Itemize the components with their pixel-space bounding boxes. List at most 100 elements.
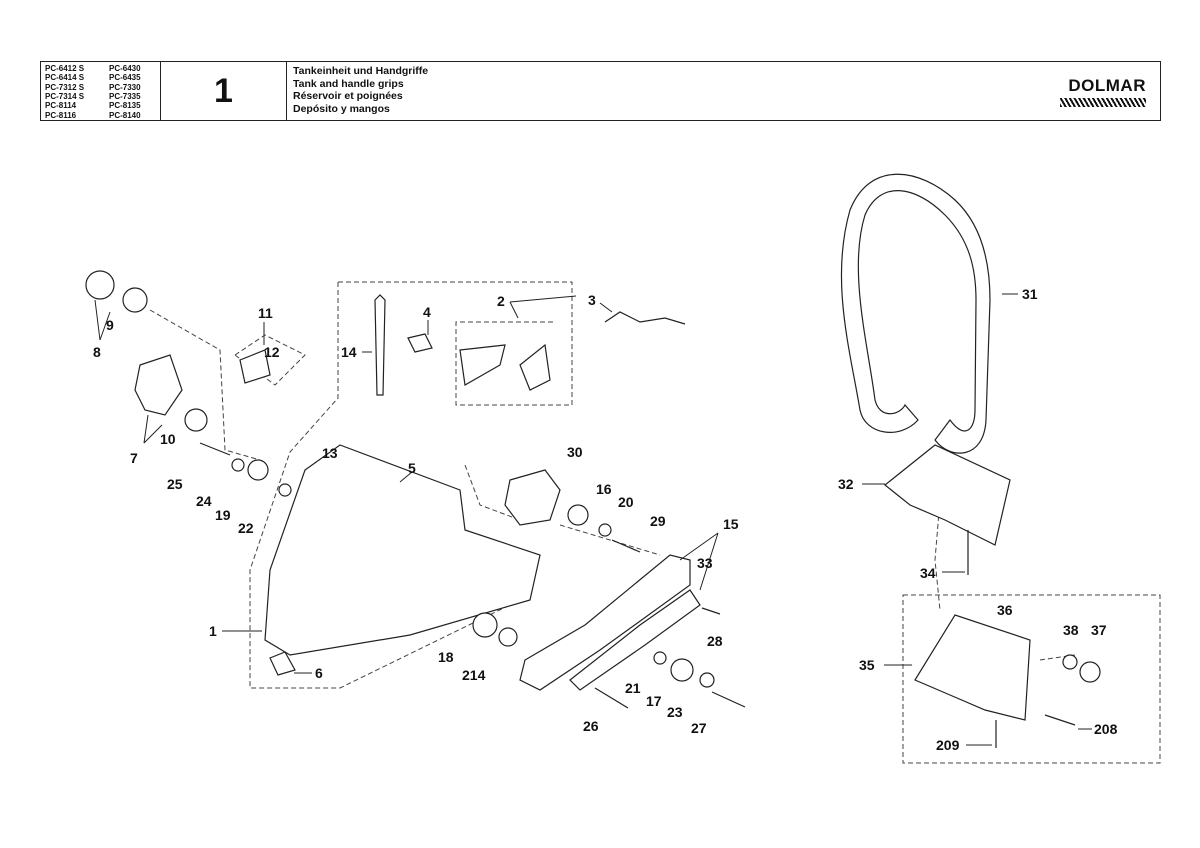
brand-logo: DOLMAR: [1030, 62, 1160, 120]
part-label-18: 18: [438, 649, 454, 665]
model: PC-8116: [45, 110, 77, 120]
tank-group-outline: [249, 282, 521, 689]
filter-12: [239, 349, 271, 384]
leader-lines: [94, 293, 1092, 746]
part-label-36: 36: [997, 602, 1013, 618]
part-label-4: 4: [423, 304, 431, 320]
section-titles: Tankeinheit und Handgriffe Tank and hand…: [287, 62, 1030, 120]
part-label-25: 25: [167, 476, 183, 492]
part-label-10: 10: [160, 431, 176, 447]
handle-bar-33: [569, 589, 701, 691]
title-fr: Réservoir et poignées: [293, 90, 403, 102]
part-label-28: 28: [707, 633, 723, 649]
model: PC-8140: [109, 110, 141, 120]
trigger-lever-2: [459, 344, 506, 386]
screw-26: [594, 687, 629, 709]
plug-6: [269, 651, 296, 676]
buffer-18: [472, 612, 498, 638]
part-label-2: 2: [497, 293, 505, 309]
part-label-12: 12: [264, 344, 280, 360]
model: PC-8135: [109, 101, 141, 111]
part-label-208: 208: [1094, 721, 1118, 737]
washer-214: [498, 627, 518, 647]
buffer-16: [567, 504, 589, 526]
trigger-group-outline: [338, 281, 573, 406]
rod-3: [604, 311, 686, 325]
o-ring-10: [184, 408, 208, 432]
part-label-29: 29: [650, 513, 666, 529]
part-label-3: 3: [588, 292, 596, 308]
title-block: PC-6412 S PC-6430 PC-6414 S PC-6435 PC-7…: [40, 61, 1161, 121]
buffer-37: [1079, 661, 1101, 683]
sleeve-22: [278, 483, 292, 497]
screw-28: [701, 607, 721, 615]
title-de: Tankeinheit und Handgriffe: [293, 65, 429, 77]
part-label-16: 16: [596, 481, 612, 497]
part-label-11: 11: [258, 305, 273, 321]
part-label-35: 35: [859, 657, 875, 673]
leader-8: [94, 299, 111, 341]
part-label-32: 32: [838, 476, 854, 492]
part-label-20: 20: [618, 494, 634, 510]
washer-23: [699, 672, 715, 688]
part-label-209: 209: [936, 737, 960, 753]
leader-3: [599, 302, 613, 313]
model: PC-7335: [109, 91, 141, 101]
part-label-14: 14: [341, 344, 357, 360]
screw-27: [711, 691, 746, 708]
part-label-15: 15: [723, 516, 739, 532]
front-handle-bar: [840, 173, 991, 454]
tank-cap-8: [85, 270, 115, 300]
o-ring-9: [122, 287, 148, 313]
leader-2: [509, 295, 577, 319]
dashed-groupings: [149, 281, 1161, 764]
screw-208: [1044, 714, 1076, 726]
part-drawings: [85, 173, 1101, 748]
part-label-13: 13: [322, 445, 338, 461]
model: PC-6435: [109, 73, 141, 83]
model: PC-7312 S: [45, 82, 85, 92]
part-label-30: 30: [567, 444, 583, 460]
screw-29: [611, 539, 641, 553]
sleeve-21: [653, 651, 667, 665]
model: PC-7314 S: [45, 91, 85, 101]
part-label-1: 1: [209, 623, 217, 639]
cap-leader: [149, 309, 261, 461]
part-label-31: 31: [1022, 286, 1038, 302]
model: PC-7330: [109, 82, 141, 92]
handle-leaders: [934, 499, 1076, 661]
part-label-21: 21: [625, 680, 641, 696]
part-label-8: 8: [93, 344, 101, 360]
screw-25: [199, 442, 231, 456]
part-label-7: 7: [130, 450, 138, 466]
part-label-9: 9: [106, 317, 114, 333]
part-label-19: 19: [215, 507, 231, 523]
part-label-33: 33: [697, 555, 713, 571]
washer-24: [231, 458, 245, 472]
filler-elbow-7: [134, 354, 183, 416]
brand-stripes: [1060, 98, 1146, 107]
part-label-23: 23: [667, 704, 683, 720]
tank-housing: [264, 444, 541, 656]
part-label-38: 38: [1063, 622, 1079, 638]
model: PC-6414 S: [45, 73, 85, 83]
part-label-5: 5: [408, 460, 416, 476]
title-en: Tank and handle grips: [293, 77, 404, 90]
sleeve-38: [1062, 654, 1078, 670]
plunger-4: [407, 333, 433, 353]
leader-15-33: [679, 532, 719, 591]
part-label-22: 22: [238, 520, 254, 536]
part-label-6: 6: [315, 665, 323, 681]
part-label-214: 214: [462, 667, 486, 683]
part-number-labels: 31 32 34 36 38 37 35 208 209 2 3 4 11 12…: [93, 286, 1118, 753]
part-label-26: 26: [583, 718, 599, 734]
lower-handle-group-outline: [902, 594, 1161, 764]
part-label-24: 24: [196, 493, 212, 509]
damper-hub-30: [504, 469, 561, 526]
leader-5: [399, 471, 413, 483]
model: PC-6412 S: [45, 64, 85, 73]
part-label-27: 27: [691, 720, 707, 736]
model: PC-8114: [45, 101, 77, 111]
title-es: Depósito y mangos: [293, 102, 390, 115]
